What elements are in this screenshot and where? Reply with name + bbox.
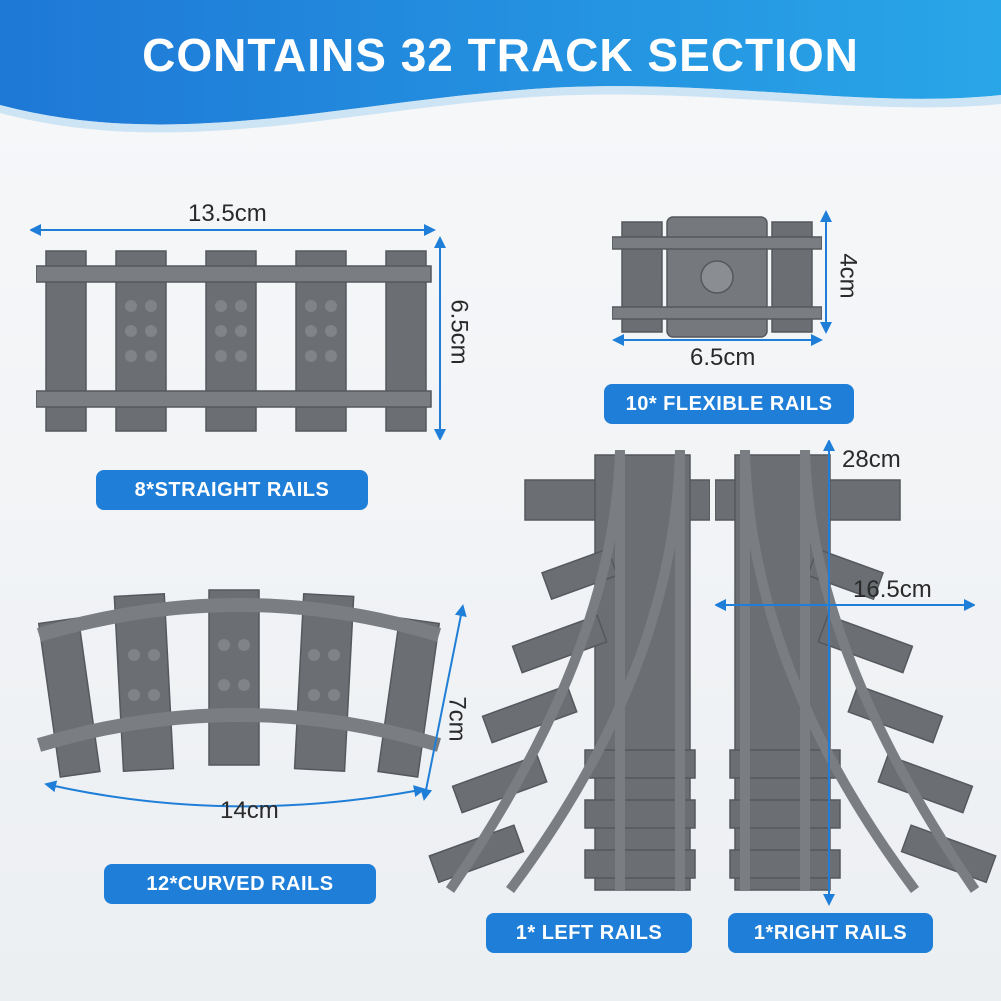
straight-height-label: 6.5cm <box>445 299 473 365</box>
curved-width-label: 14cm <box>220 797 279 824</box>
flexible-rails-badge: 10* FLEXIBLE RAILS <box>604 384 854 424</box>
curved-rails-badge: 12*CURVED RAILS <box>104 864 376 904</box>
flexible-rail-image <box>612 216 822 338</box>
switch-length-label: 28cm <box>842 446 901 473</box>
flexible-height-label: 4cm <box>834 253 862 299</box>
straight-rail-dimension-lines <box>30 224 446 440</box>
curved-rail-dimension-lines <box>44 604 467 808</box>
right-switch-rail-image <box>715 450 997 893</box>
page-title: CONTAINS 32 TRACK SECTION <box>142 29 859 81</box>
header-banner <box>0 0 1001 150</box>
right-rails-badge: 1*RIGHT RAILS <box>728 913 933 953</box>
flexible-rail-dimension-lines <box>612 210 832 346</box>
switch-rail-dimension-lines <box>715 440 975 906</box>
straight-rails-badge: 8*STRAIGHT RAILS <box>96 470 368 510</box>
straight-width-label: 13.5cm <box>188 200 267 227</box>
left-switch-rail-image <box>428 450 710 893</box>
switch-width-label: 16.5cm <box>853 576 932 603</box>
straight-rail-image <box>36 250 432 432</box>
left-rails-badge: 1* LEFT RAILS <box>486 913 692 953</box>
flexible-width-label: 6.5cm <box>690 344 756 371</box>
